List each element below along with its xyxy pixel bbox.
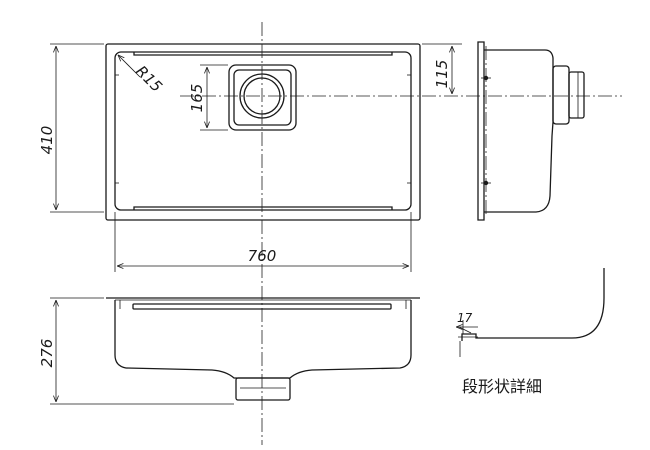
- bottom-step-ledge: [133, 206, 393, 210]
- front-drain-pipe: [235, 377, 291, 401]
- drain-outer: [228, 64, 297, 131]
- front-step: [132, 303, 392, 310]
- side-drain-pipe-outer: [552, 65, 570, 125]
- height-dimension-label: 276: [38, 339, 56, 368]
- depth-dimension-label: 410: [38, 126, 56, 155]
- step-detail-dimension: 17: [457, 311, 473, 325]
- side-body: [484, 49, 554, 213]
- step-detail-profile: [461, 268, 605, 341]
- side-view: [477, 41, 585, 221]
- width-dimension-label: 760: [248, 247, 277, 265]
- side-flange: [477, 41, 485, 221]
- sink-inner-bowl: [114, 51, 412, 211]
- side-drain-pipe-inner: [568, 71, 585, 119]
- top-step-ledge: [133, 52, 393, 56]
- step-detail: 17 段形状詳細: [456, 268, 605, 396]
- drain-offset-label: 115: [433, 60, 451, 89]
- drain-size-label: 165: [188, 84, 206, 113]
- front-view: 276: [38, 297, 420, 405]
- front-body: [114, 300, 412, 379]
- step-detail-caption: 段形状詳細: [462, 377, 542, 396]
- drain-inner: [233, 69, 292, 126]
- sink-outer-rim: [105, 43, 421, 221]
- radius-label: R15: [132, 62, 166, 96]
